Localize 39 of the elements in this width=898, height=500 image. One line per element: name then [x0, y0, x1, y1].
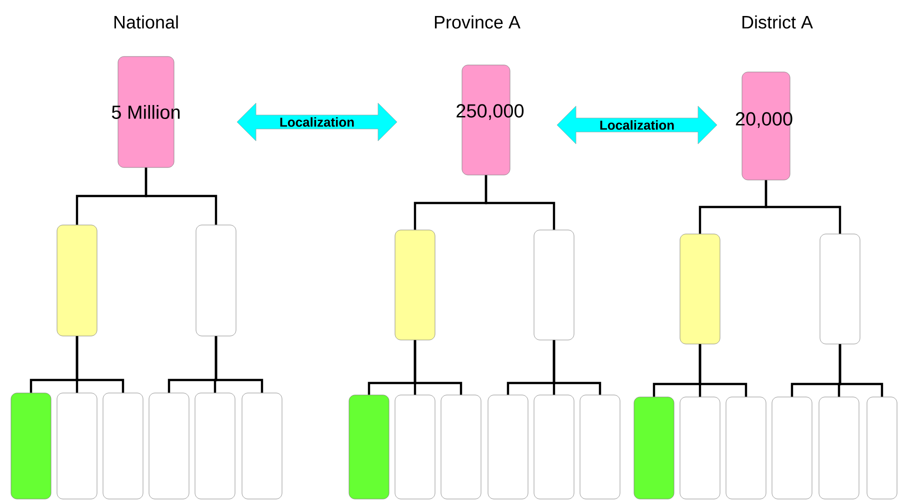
level-box	[534, 394, 574, 500]
connector-line	[76, 336, 124, 393]
level-box	[772, 396, 812, 500]
connector-line	[144, 168, 218, 225]
level-title: National	[114, 15, 178, 29]
level-box	[242, 392, 282, 500]
level-box	[440, 394, 482, 500]
level-box	[488, 394, 528, 500]
connector-line	[764, 180, 842, 234]
level-box	[56, 224, 98, 336]
connector-line	[214, 336, 264, 393]
level-box	[680, 234, 720, 344]
level-box	[634, 396, 674, 500]
level-box	[820, 234, 860, 344]
level-box	[10, 392, 52, 500]
level-box	[394, 230, 436, 340]
level-box	[680, 396, 720, 500]
level-box	[580, 394, 620, 500]
population-box: 250,000	[456, 64, 524, 176]
population-box: 5 Million	[112, 56, 180, 168]
level-box	[56, 392, 98, 500]
level-box	[866, 396, 898, 500]
connector-line	[698, 344, 748, 397]
level-box	[194, 392, 236, 500]
connector-line	[838, 344, 884, 397]
level-title: Province A	[434, 15, 520, 29]
level-box	[726, 396, 766, 500]
level-title: District A	[742, 15, 813, 29]
population-box: 20,000	[736, 72, 792, 180]
level-box	[818, 396, 860, 500]
level-box	[394, 394, 436, 500]
level-box	[102, 392, 144, 500]
connector-line	[552, 340, 602, 395]
connector-line	[484, 175, 556, 230]
connector-line	[414, 340, 462, 395]
level-box	[148, 392, 190, 500]
level-box	[534, 230, 574, 340]
level-box	[196, 224, 236, 336]
level-box	[348, 394, 390, 500]
